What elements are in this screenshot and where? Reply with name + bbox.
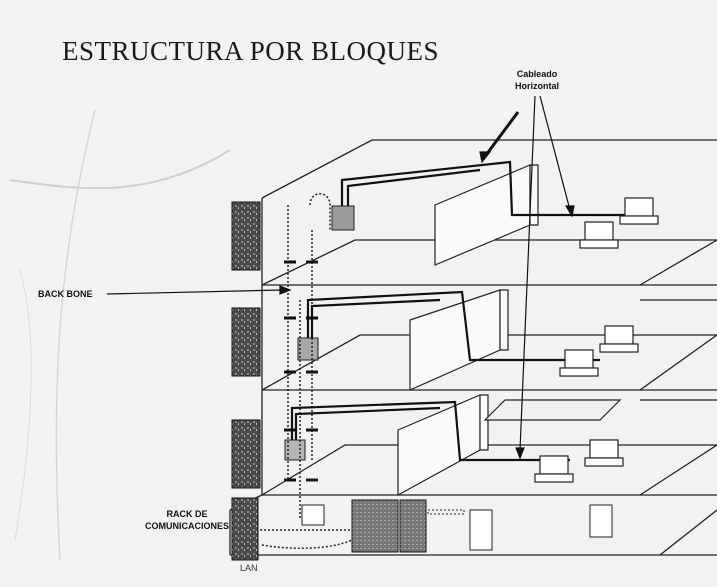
floor-racks: [231, 201, 261, 561]
horizontal-cables: [290, 160, 630, 462]
background-streaks: [9, 109, 231, 561]
backbone-label: BACK BONE: [38, 289, 93, 299]
partition-walls: [397, 164, 622, 497]
horizontal-cabling-label-line2: Horizontal: [515, 81, 559, 91]
rack-label: RACK DE COMUNICACIONES: [145, 508, 229, 532]
rack-label-line2: COMUNICACIONES: [145, 521, 230, 531]
workstations: [534, 197, 659, 483]
annotation-arrows: [106, 95, 575, 460]
backbone-bars: [284, 260, 318, 482]
ground-floor-equipment: [351, 499, 613, 553]
page-title: ESTRUCTURA POR BLOQUES: [62, 36, 440, 66]
telecom-boxes: [284, 205, 355, 526]
rack-label-line1: RACK DE: [166, 509, 208, 519]
horizontal-cabling-label: Cableado Horizontal: [515, 68, 559, 92]
lan-label: LAN: [240, 563, 258, 573]
backbone-cables: [260, 193, 353, 550]
horizontal-cabling-label-line1: Cableado: [516, 69, 558, 79]
